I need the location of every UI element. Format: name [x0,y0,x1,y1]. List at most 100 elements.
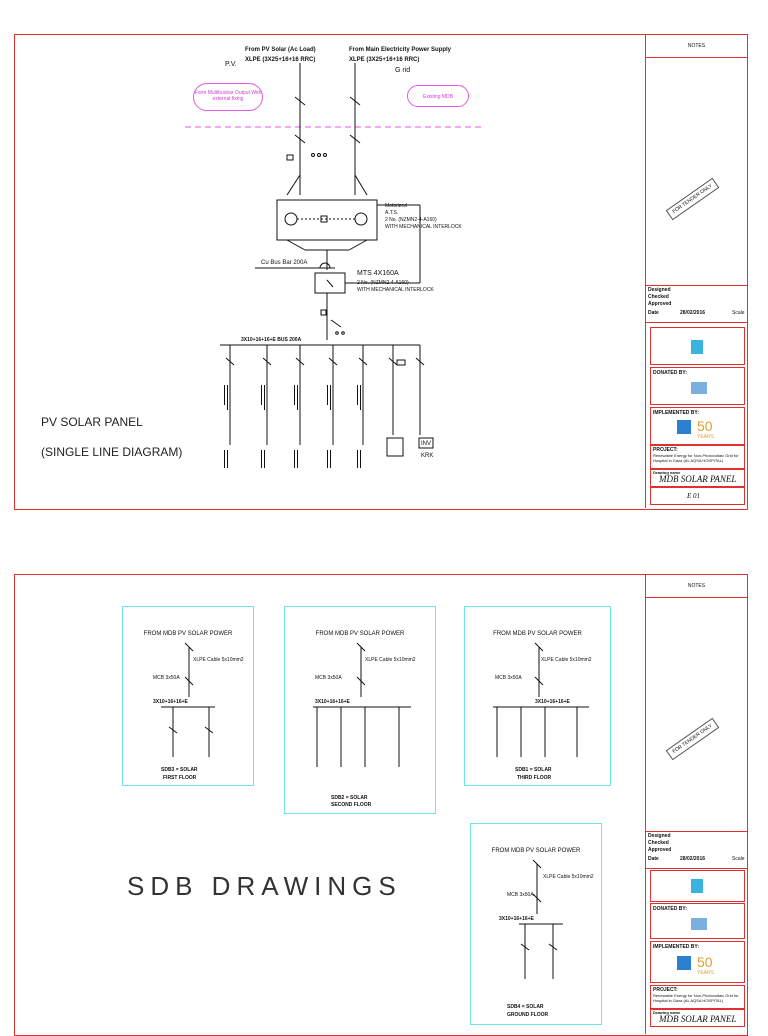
approved-row: Approved [648,301,672,307]
panel-header: FROM MDB PV SOLAR POWER [491,848,581,854]
donor-logo-icon [691,918,707,930]
interlock-label-1: WITH MECHANICAL INTERLOCK [385,224,462,230]
date-value: 28/02/2016 [680,310,706,316]
approved-row: Approved [648,847,672,853]
drawing-name-box: Drawing name MDB SOLAR PANEL [650,469,745,487]
panel-caption-2: SECOND FLOOR [331,802,372,808]
scale-label: Scale [732,856,745,862]
anniversary-number: 50 [697,954,713,970]
cloud-left: Form Multibusbar Output With external fi… [193,83,263,111]
date-value: 28/02/2016 [680,856,706,862]
designed-row: Designed [648,833,671,839]
notes-header: NOTES [646,35,747,58]
panel-caption-1: SDB3 = SOLAR [161,767,198,773]
donor-box: DONATED BY: [650,367,745,405]
ats-label: A.T.S. [385,210,399,216]
krk-label: KRK [421,453,434,459]
donor-box: DONATED BY: [650,903,745,939]
panel-caption-2: THIRD FLOOR [517,775,552,781]
panel-cable-label: XLPE Cable 5x10mm2 [193,657,244,663]
mts-spec-label: 2 No. (NZMN2-4-A160) [357,280,409,286]
implemented-by-label: IMPLEMENTED BY: [653,410,700,416]
drawing-name-box: Drawing name MDB SOLAR PANEL [650,1009,745,1027]
donated-by-label: DONATED BY: [653,370,687,376]
date-row: Date [648,310,659,316]
ats-spec-label: 2 No. (NZMN2-4-A160) [385,217,437,223]
checked-row: Checked [648,840,669,846]
panel-bus-label: 3X10+16+16+E [315,699,350,705]
project-description: Renewable Energy for Non-Photovoltaic Gr… [653,993,739,1003]
panel-breaker-label: MCB 3x50A [507,892,534,898]
cable-left-label: XLPE (3X25+16+16 RRC) [245,57,316,63]
project-label: PROJECT: [653,987,678,993]
panel-caption-1: SDB1 = SOLAR [515,767,552,773]
undp-logo-icon [677,956,691,970]
sdb-drawings-title: SDB DRAWINGS [127,871,402,901]
interlock-label-2: WITH MECHANICAL INTERLOCK [357,287,434,293]
cable-right-label: XLPE (3X25+16+16 RRC) [349,57,420,63]
diagram-title-line1: PV SOLAR PANEL [41,415,143,429]
drawing-number: E 01 [687,492,701,500]
ministry-logo-icon [691,879,703,893]
logo-box-1 [650,870,745,902]
inv-label: INV [421,441,432,447]
project-box: PROJECT: Renewable Energy for Non-Photov… [650,445,745,469]
title-block-2: NOTES FOR TENDER ONLY Designed Checked A… [645,575,747,1034]
cloud-right: Existing MDB [407,85,469,107]
panel-caption-2: GROUND FLOOR [507,1012,549,1018]
panel-header: FROM MDB PV SOLAR POWER [493,631,582,637]
approval-table: Designed Checked Approved Date 28/02/201… [646,285,747,323]
implemented-by-label: IMPLEMENTED BY: [653,944,700,950]
panel-caption-2: FIRST FLOOR [163,775,197,781]
notes-header: NOTES [646,575,747,598]
panel-bus-label: 3X10+16+16+E [153,699,188,705]
donor-logo-icon [691,382,707,394]
pv-label: P.V. [225,61,237,68]
project-description: Renewable Energy for Non-Photovoltaic Gr… [653,453,739,463]
project-label: PROJECT: [653,447,678,453]
undp-logo-icon [677,420,691,434]
anniversary-sub: YEARS [697,970,714,976]
anniversary-sub: YEARS [697,434,714,440]
panel-breaker-label: MCB 3x50A [315,675,342,681]
panel-header: FROM MDB PV SOLAR POWER [315,631,405,637]
drawing-name: MDB SOLAR PANEL [659,1014,737,1024]
tender-stamp: FOR TENDER ONLY [665,177,720,221]
panel-caption-1: SDB2 = SOLAR [331,795,368,801]
busbar-label: Cu Bus Bar 200A [261,260,308,266]
ministry-logo-icon [691,340,703,354]
panel-bus-label: 3X10+16+16+E [499,916,534,922]
supply-left-label: From PV Solar (Ac Load) [245,47,316,53]
panel-cable-label: XLPE Cable 5x10mm2 [543,874,594,880]
sdb-panel-second-floor: FROM MDB PV SOLAR POWER XLPE Cable 5x10m… [284,606,436,814]
checked-row: Checked [648,294,669,300]
diagram-title-line2: (SINGLE LINE DIAGRAM) [41,445,183,459]
grid-label: G rid [395,67,411,74]
drawing-sheet-2: FROM MDB PV SOLAR POWER XLPE Cable 5x10m… [14,574,748,1036]
supply-right-label: From Main Electricity Power Supply [349,47,452,53]
panel-cable-label: XLPE Cable 5x10mm2 [541,657,592,663]
mts-label: MTS 4X160A [357,270,399,277]
title-block-1: NOTES FOR TENDER ONLY Designed Checked A… [645,35,747,508]
panel-cable-label: XLPE Cable 5x10mm2 [365,657,416,663]
designed-row: Designed [648,287,671,293]
implementer-box: IMPLEMENTED BY: 50 YEARS [650,407,745,445]
sdb-panel-ground-floor: FROM MDB PV SOLAR POWER XLPE Cable 5x10m… [470,823,602,1025]
sdb-panel-third-floor: FROM MDB PV SOLAR POWER XLPE Cable 5x10m… [464,606,611,786]
donated-by-label: DONATED BY: [653,906,687,912]
approval-table: Designed Checked Approved Date 28/02/201… [646,831,747,869]
motorized-label: Motorized [385,203,407,209]
drawing-number-box: E 01 [650,487,745,505]
drawing-name-label: Drawing name [653,470,681,475]
tender-stamp: FOR TENDER ONLY [665,717,720,761]
panel-breaker-label: MCB 3x50A [153,675,180,681]
panel-header: FROM MDB PV SOLAR POWER [143,631,233,637]
drawing-sheet-1: From PV Solar (Ac Load) XLPE (3X25+16+16… [14,34,748,510]
project-box: PROJECT: Renewable Energy for Non-Photov… [650,985,745,1009]
single-line-diagram [185,63,485,468]
drawing-name: MDB SOLAR PANEL [659,474,737,484]
panel-bus-label: 3X10+16+16+E [535,699,570,705]
bus-note-label: 3X10+16+16+E BUS 200A [241,337,302,343]
implementer-box: IMPLEMENTED BY: 50 YEARS [650,941,745,983]
anniversary-number: 50 [697,418,713,434]
